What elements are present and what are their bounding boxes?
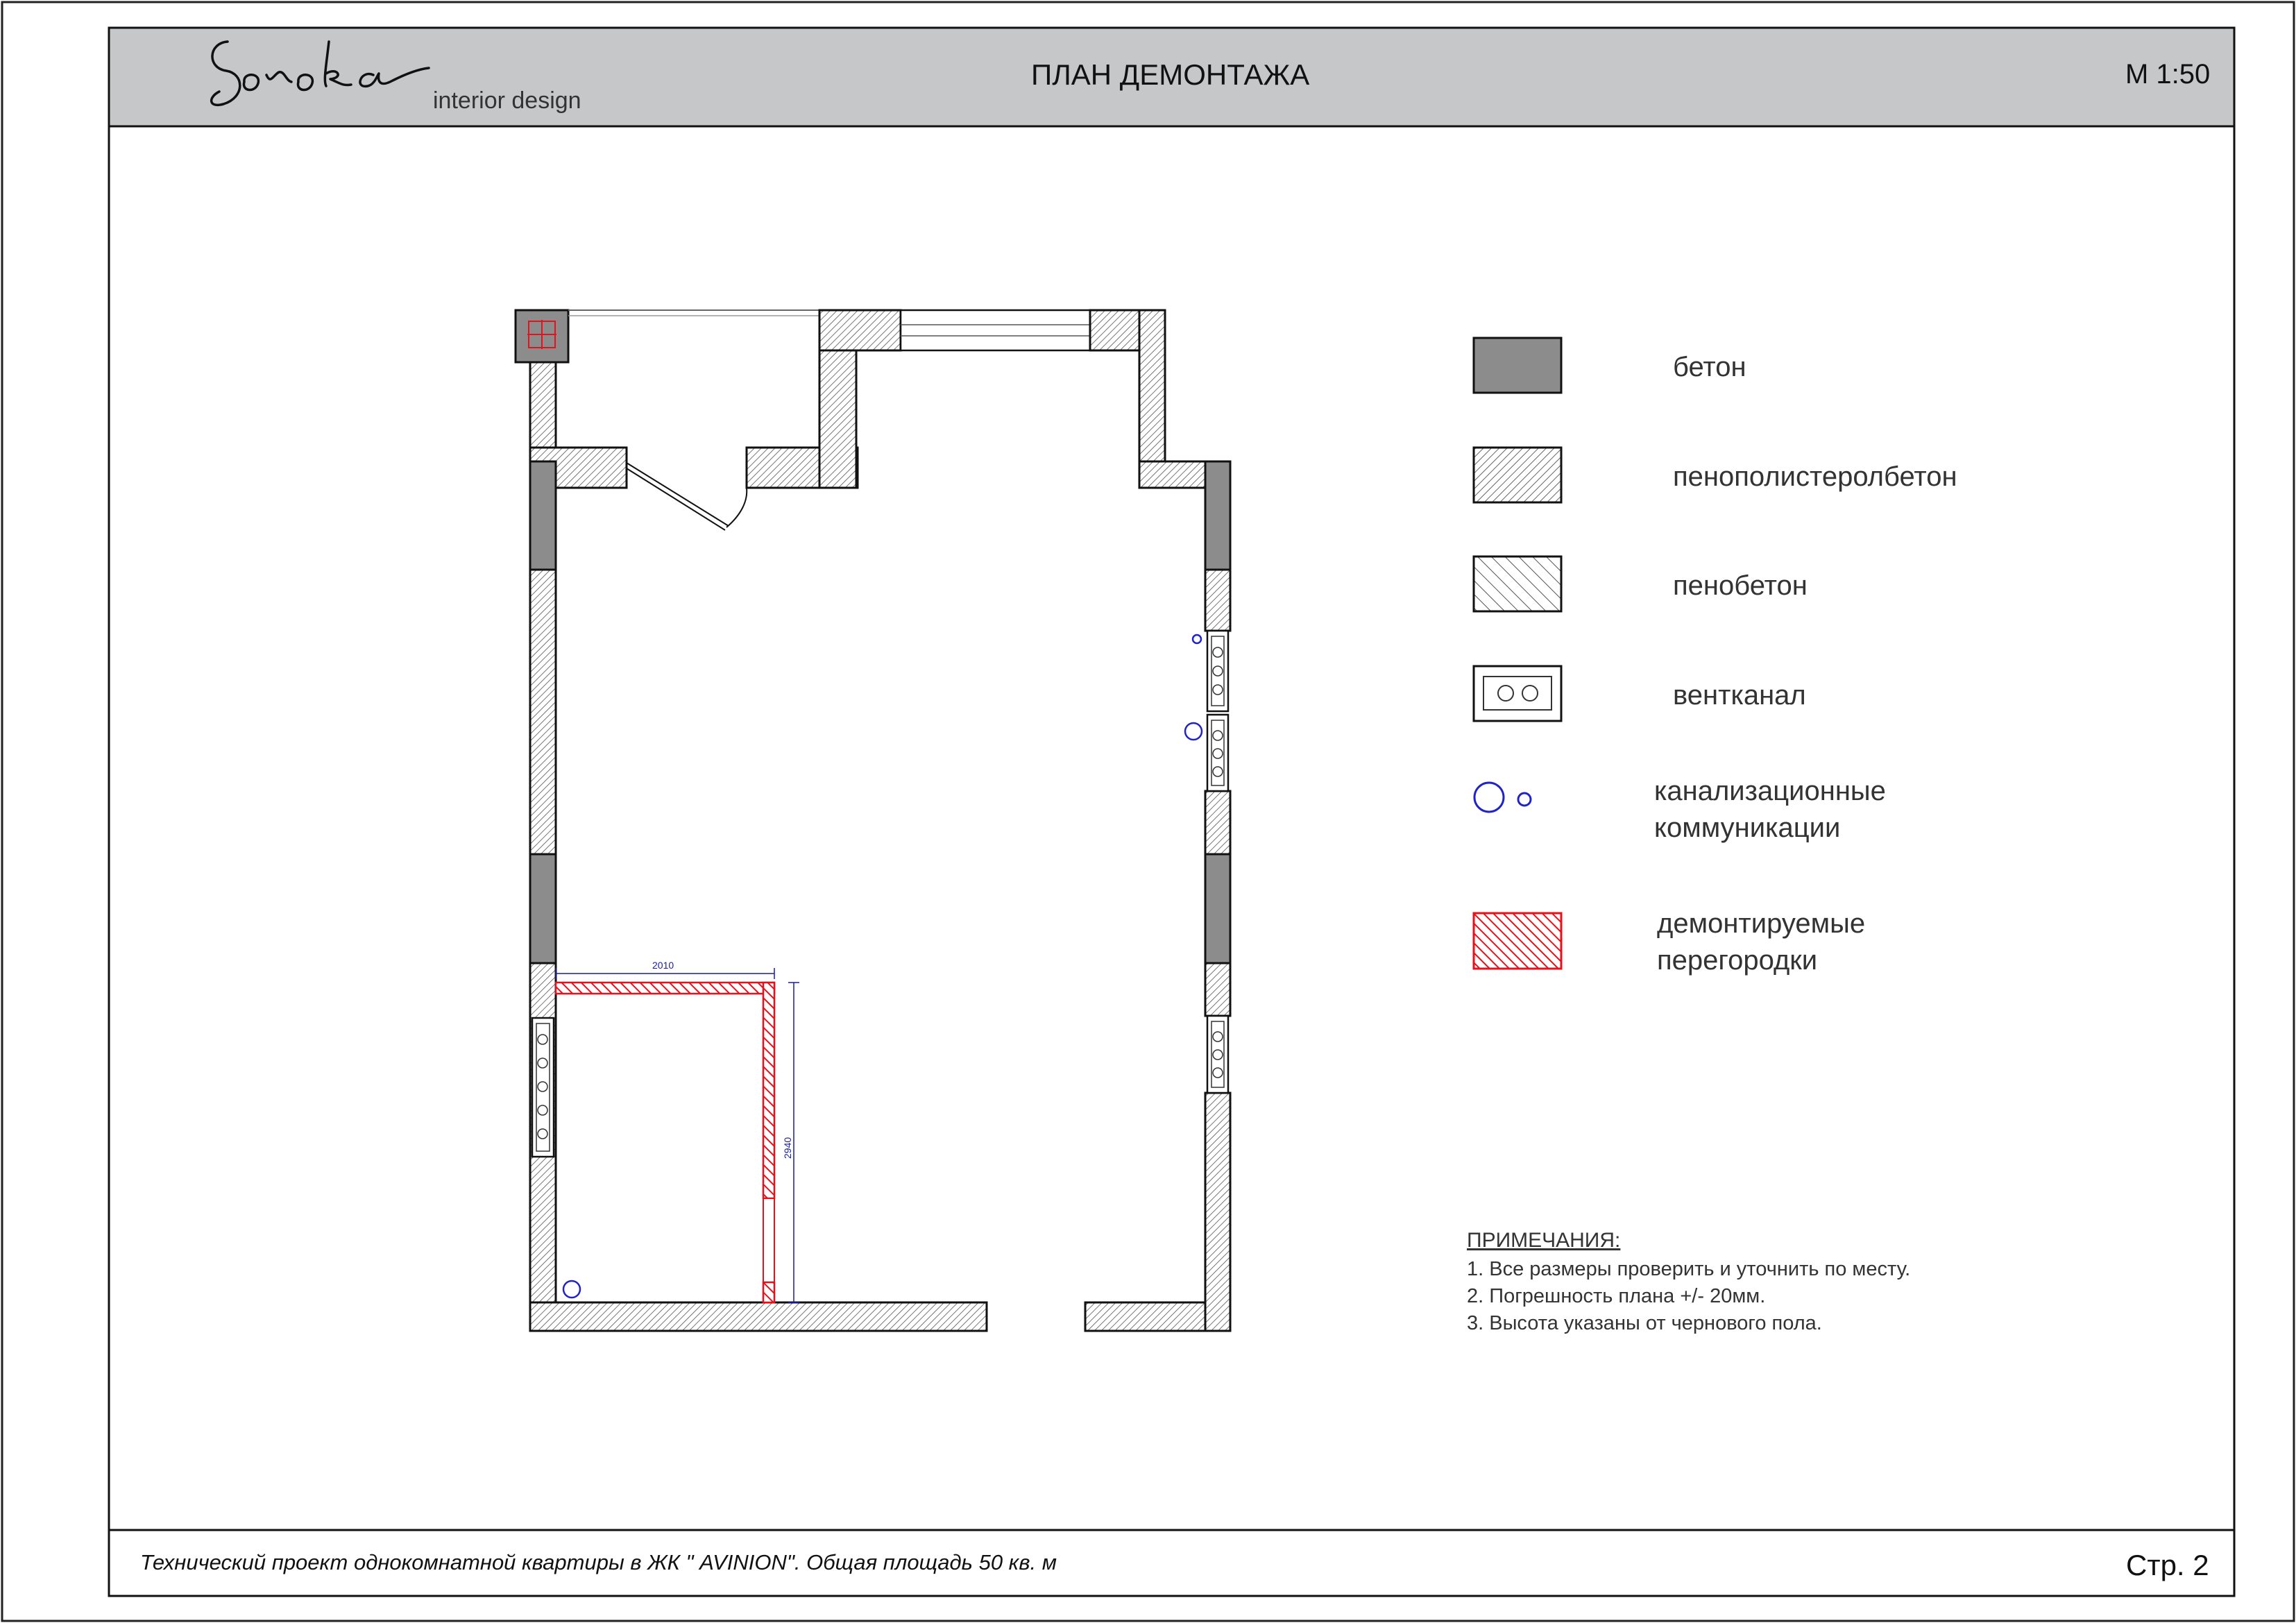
page-number: Стр. 2 <box>2126 1549 2209 1581</box>
notes-heading: ПРИМЕЧАНИЯ: <box>1467 1229 1620 1252</box>
brand-subtitle: interior design <box>433 87 581 114</box>
legend-label-demolished-line1: демонтируемые <box>1657 908 1865 939</box>
legend-swatch-polystyrene-concrete <box>1472 446 1563 504</box>
legend-label-vent-duct: вентканал <box>1673 680 1806 711</box>
wall-segment <box>1204 1091 1232 1332</box>
concrete-wall <box>529 853 557 965</box>
drawing-frame <box>108 26 2236 1597</box>
legend-swatch-vent-duct <box>1472 665 1563 722</box>
vent-duct <box>1206 629 1230 713</box>
floor-plan: 2010 2940 <box>514 309 1232 1332</box>
demolished-partition <box>762 981 776 1200</box>
wall-segment <box>1138 309 1166 489</box>
demolished-partition <box>762 1281 776 1304</box>
concrete-wall <box>1204 853 1232 965</box>
brand-logo <box>210 40 430 107</box>
wall-segment <box>1138 460 1207 489</box>
vent-duct <box>1206 713 1230 792</box>
legend-label-concrete: бетон <box>1673 352 1746 382</box>
notes-item: 1. Все размеры проверить и уточнить по м… <box>1467 1258 1910 1280</box>
wall-segment <box>529 1301 988 1332</box>
sewage-pipe-small <box>1191 634 1202 645</box>
wall-segment <box>1204 790 1232 856</box>
legend-label-sewage-line1: канализационные <box>1654 776 1886 806</box>
vent-duct <box>1206 1014 1230 1094</box>
notes-item: 3. Высота указаны от чернового пола. <box>1467 1312 1822 1334</box>
wall-segment <box>1204 568 1232 632</box>
page-title: ПЛАН ДЕМОНТАЖА <box>1031 58 1309 91</box>
project-description: Технический проект однокомнатной квартир… <box>140 1550 1057 1574</box>
column-marker <box>527 320 556 349</box>
legend-label-foam-concrete: пенобетон <box>1673 570 1808 601</box>
footer: Технический проект однокомнатной квартир… <box>109 1529 2234 1581</box>
wall-segment <box>529 568 557 856</box>
legend-swatch-foam-concrete <box>1472 555 1563 613</box>
notes: ПРИМЕЧАНИЯ: 1. Все размеры проверить и у… <box>1467 1229 1910 1334</box>
door-swing <box>626 462 748 531</box>
window <box>899 309 1091 352</box>
sewage-pipe-large <box>562 1280 581 1299</box>
vent-duct <box>531 1017 555 1158</box>
legend: бетон пенополистеролбетон пенобетон вент… <box>1472 337 1957 976</box>
sewage-pipe-large <box>1184 722 1203 741</box>
wall-segment <box>818 309 902 352</box>
notes-item: 2. Погрешность плана +/- 20мм. <box>1467 1285 1765 1307</box>
dimension-width-label: 2010 <box>652 960 674 971</box>
dimension-height: 2940 <box>782 982 799 1303</box>
demolished-partition <box>554 981 776 995</box>
title-bar: interior design ПЛАН ДЕМОНТАЖА М 1:50 <box>108 26 2236 128</box>
concrete-wall <box>529 460 557 571</box>
legend-label-polystyrene-concrete: пенополистеролбетон <box>1673 461 1957 492</box>
legend-sewage-large-icon <box>1473 781 1505 813</box>
concrete-wall <box>1204 460 1232 571</box>
partition-door-gap <box>763 1198 775 1283</box>
legend-label-demolished-line2: перегородки <box>1657 945 1817 976</box>
wall-segment <box>1204 962 1232 1017</box>
title-bar-background <box>108 26 2236 128</box>
scale-label: М 1:50 <box>2125 59 2210 90</box>
legend-sewage-small-icon <box>1517 792 1532 807</box>
legend-swatch-demolished <box>1472 912 1563 970</box>
legend-label-sewage-line2: коммуникации <box>1654 813 1840 843</box>
dimension-height-label: 2940 <box>782 1137 793 1159</box>
legend-swatch-concrete <box>1472 337 1563 394</box>
dimension-width: 2010 <box>555 960 775 979</box>
